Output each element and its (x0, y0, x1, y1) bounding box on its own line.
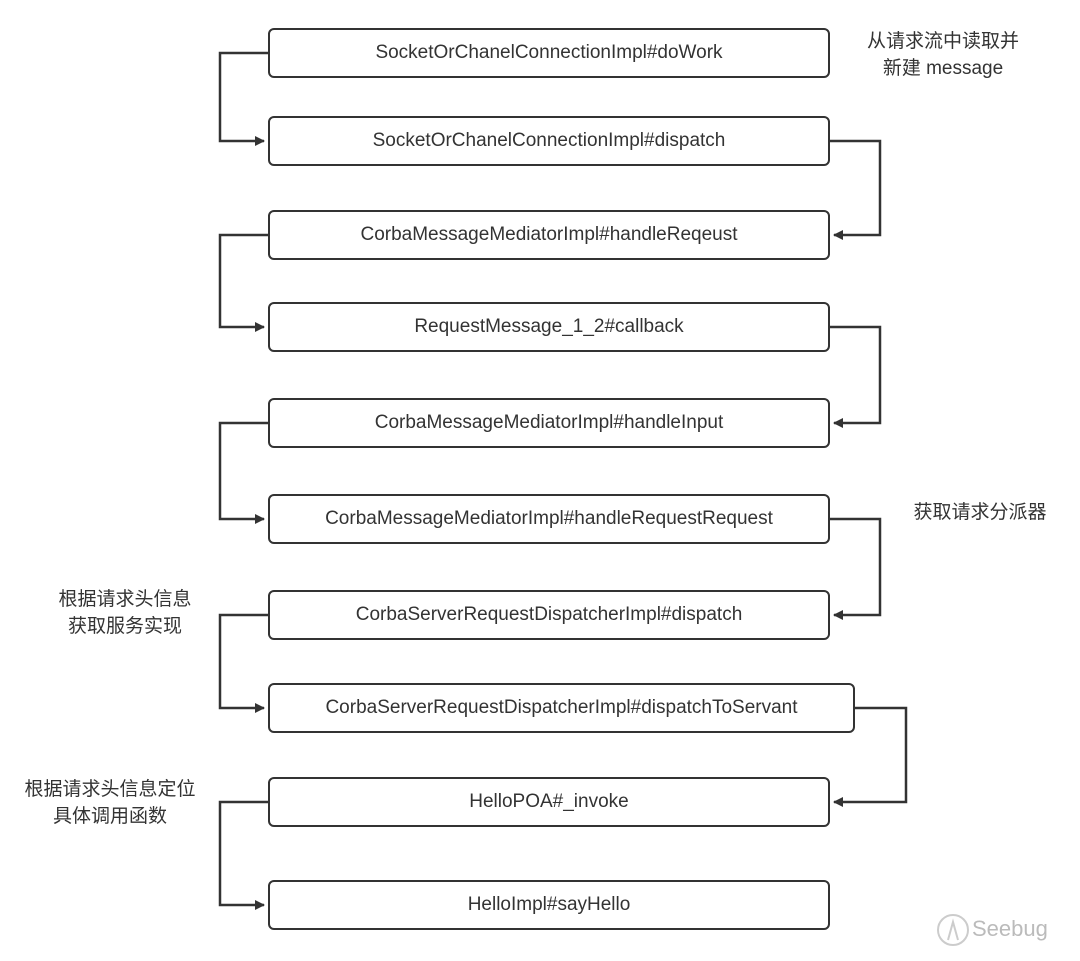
connector-6-7 (830, 517, 882, 620)
node-dispatcher-dispatch: CorbaServerRequestDispatcherImpl#dispatc… (268, 590, 830, 640)
node-doWork: SocketOrChanelConnectionImpl#doWork (268, 28, 830, 78)
connector-1-2 (218, 51, 268, 146)
note-line: 从请求流中读取并 (866, 31, 1019, 52)
note-line: 具体调用函数 (52, 806, 167, 827)
connector-9-10 (218, 800, 268, 910)
seebug-watermark: Seebug (936, 910, 1048, 948)
note-get-servant: 根据请求头信息 获取服务实现 (40, 586, 210, 640)
note-line: 新建 message (882, 58, 1004, 79)
node-handleReqeust: CorbaMessageMediatorImpl#handleReqeust (268, 210, 830, 260)
note-read-message: 从请求流中读取并 新建 message (858, 28, 1028, 82)
note-get-dispatcher: 获取请求分派器 (900, 499, 1060, 526)
node-sayHello: HelloImpl#sayHello (268, 880, 830, 930)
note-locate-function: 根据请求头信息定位 具体调用函数 (10, 776, 210, 830)
watermark-text: Seebug (972, 916, 1048, 941)
node-invoke: HelloPOA#_invoke (268, 777, 830, 827)
connector-5-6 (218, 421, 268, 524)
node-dispatchToServant: CorbaServerRequestDispatcherImpl#dispatc… (268, 683, 855, 733)
connector-3-4 (218, 233, 268, 332)
note-line: 根据请求头信息 (58, 589, 192, 610)
connector-8-9 (833, 706, 908, 807)
connector-2-3 (830, 139, 882, 240)
note-line: 获取请求分派器 (913, 502, 1047, 523)
note-line: 获取服务实现 (67, 616, 182, 637)
connector-7-8 (218, 613, 268, 713)
connector-4-5 (830, 325, 882, 428)
note-line: 根据请求头信息定位 (24, 779, 196, 800)
node-handleInput: CorbaMessageMediatorImpl#handleInput (268, 398, 830, 448)
node-connection-dispatch: SocketOrChanelConnectionImpl#dispatch (268, 116, 830, 166)
seebug-logo-icon (937, 914, 969, 946)
node-callback: RequestMessage_1_2#callback (268, 302, 830, 352)
node-handleRequestRequest: CorbaMessageMediatorImpl#handleRequestRe… (268, 494, 830, 544)
